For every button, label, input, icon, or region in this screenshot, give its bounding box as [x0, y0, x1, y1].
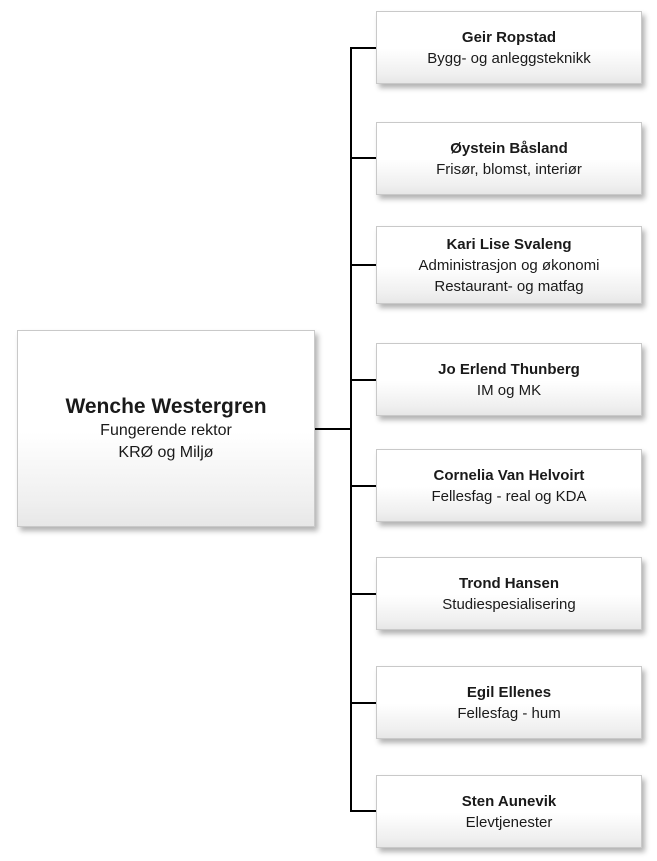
node-subtitle: Frisør, blomst, interiør: [436, 160, 582, 178]
node-subtitle: Bygg- og anleggsteknikk: [427, 49, 591, 67]
node-name: Sten Aunevik: [461, 792, 557, 810]
org-node-5: Cornelia Van Helvoirt Fellesfag - real o…: [376, 449, 642, 522]
org-node-1: Geir Ropstad Bygg- og anleggsteknikk: [376, 11, 642, 84]
node-subtitle: Fellesfag - real og KDA: [431, 487, 587, 505]
connector-stub-5: [350, 485, 377, 487]
org-node-3: Kari Lise Svaleng Administrasjon og økon…: [376, 226, 642, 304]
connector-stub-7: [350, 702, 377, 704]
node-subtitle: Administrasjon og økonomi Restaurant- og…: [418, 256, 600, 295]
connector-root-line: [315, 428, 352, 430]
org-node-2: Øystein Båsland Frisør, blomst, interiør: [376, 122, 642, 195]
connector-stub-4: [350, 379, 377, 381]
org-node-7: Egil Ellenes Fellesfag - hum: [376, 666, 642, 739]
org-node-root: Wenche Westergren Fungerende rektor KRØ …: [17, 330, 315, 527]
node-name: Øystein Båsland: [450, 139, 568, 157]
connector-stub-2: [350, 157, 377, 159]
connector-stub-1: [350, 47, 377, 49]
node-name: Cornelia Van Helvoirt: [433, 466, 585, 484]
node-subtitle: Studiespesialisering: [442, 595, 576, 613]
org-node-6: Trond Hansen Studiespesialisering: [376, 557, 642, 630]
node-name: Jo Erlend Thunberg: [438, 360, 580, 378]
connector-stub-3: [350, 264, 377, 266]
node-name: Trond Hansen: [458, 574, 559, 592]
org-node-8: Sten Aunevik Elevtjenester: [376, 775, 642, 848]
connector-spine: [350, 47, 352, 812]
node-name: Wenche Westergren: [65, 395, 267, 418]
node-name: Kari Lise Svaleng: [446, 235, 572, 253]
node-name: Geir Ropstad: [461, 28, 557, 46]
node-name: Egil Ellenes: [466, 683, 552, 701]
connector-stub-6: [350, 593, 377, 595]
node-subtitle: Fellesfag - hum: [457, 704, 561, 722]
node-subtitle: Elevtjenester: [465, 813, 553, 831]
node-subtitle: Fungerende rektor KRØ og Miljø: [100, 422, 232, 461]
org-node-4: Jo Erlend Thunberg IM og MK: [376, 343, 642, 416]
connector-stub-8: [350, 810, 377, 812]
node-subtitle: IM og MK: [476, 381, 542, 399]
